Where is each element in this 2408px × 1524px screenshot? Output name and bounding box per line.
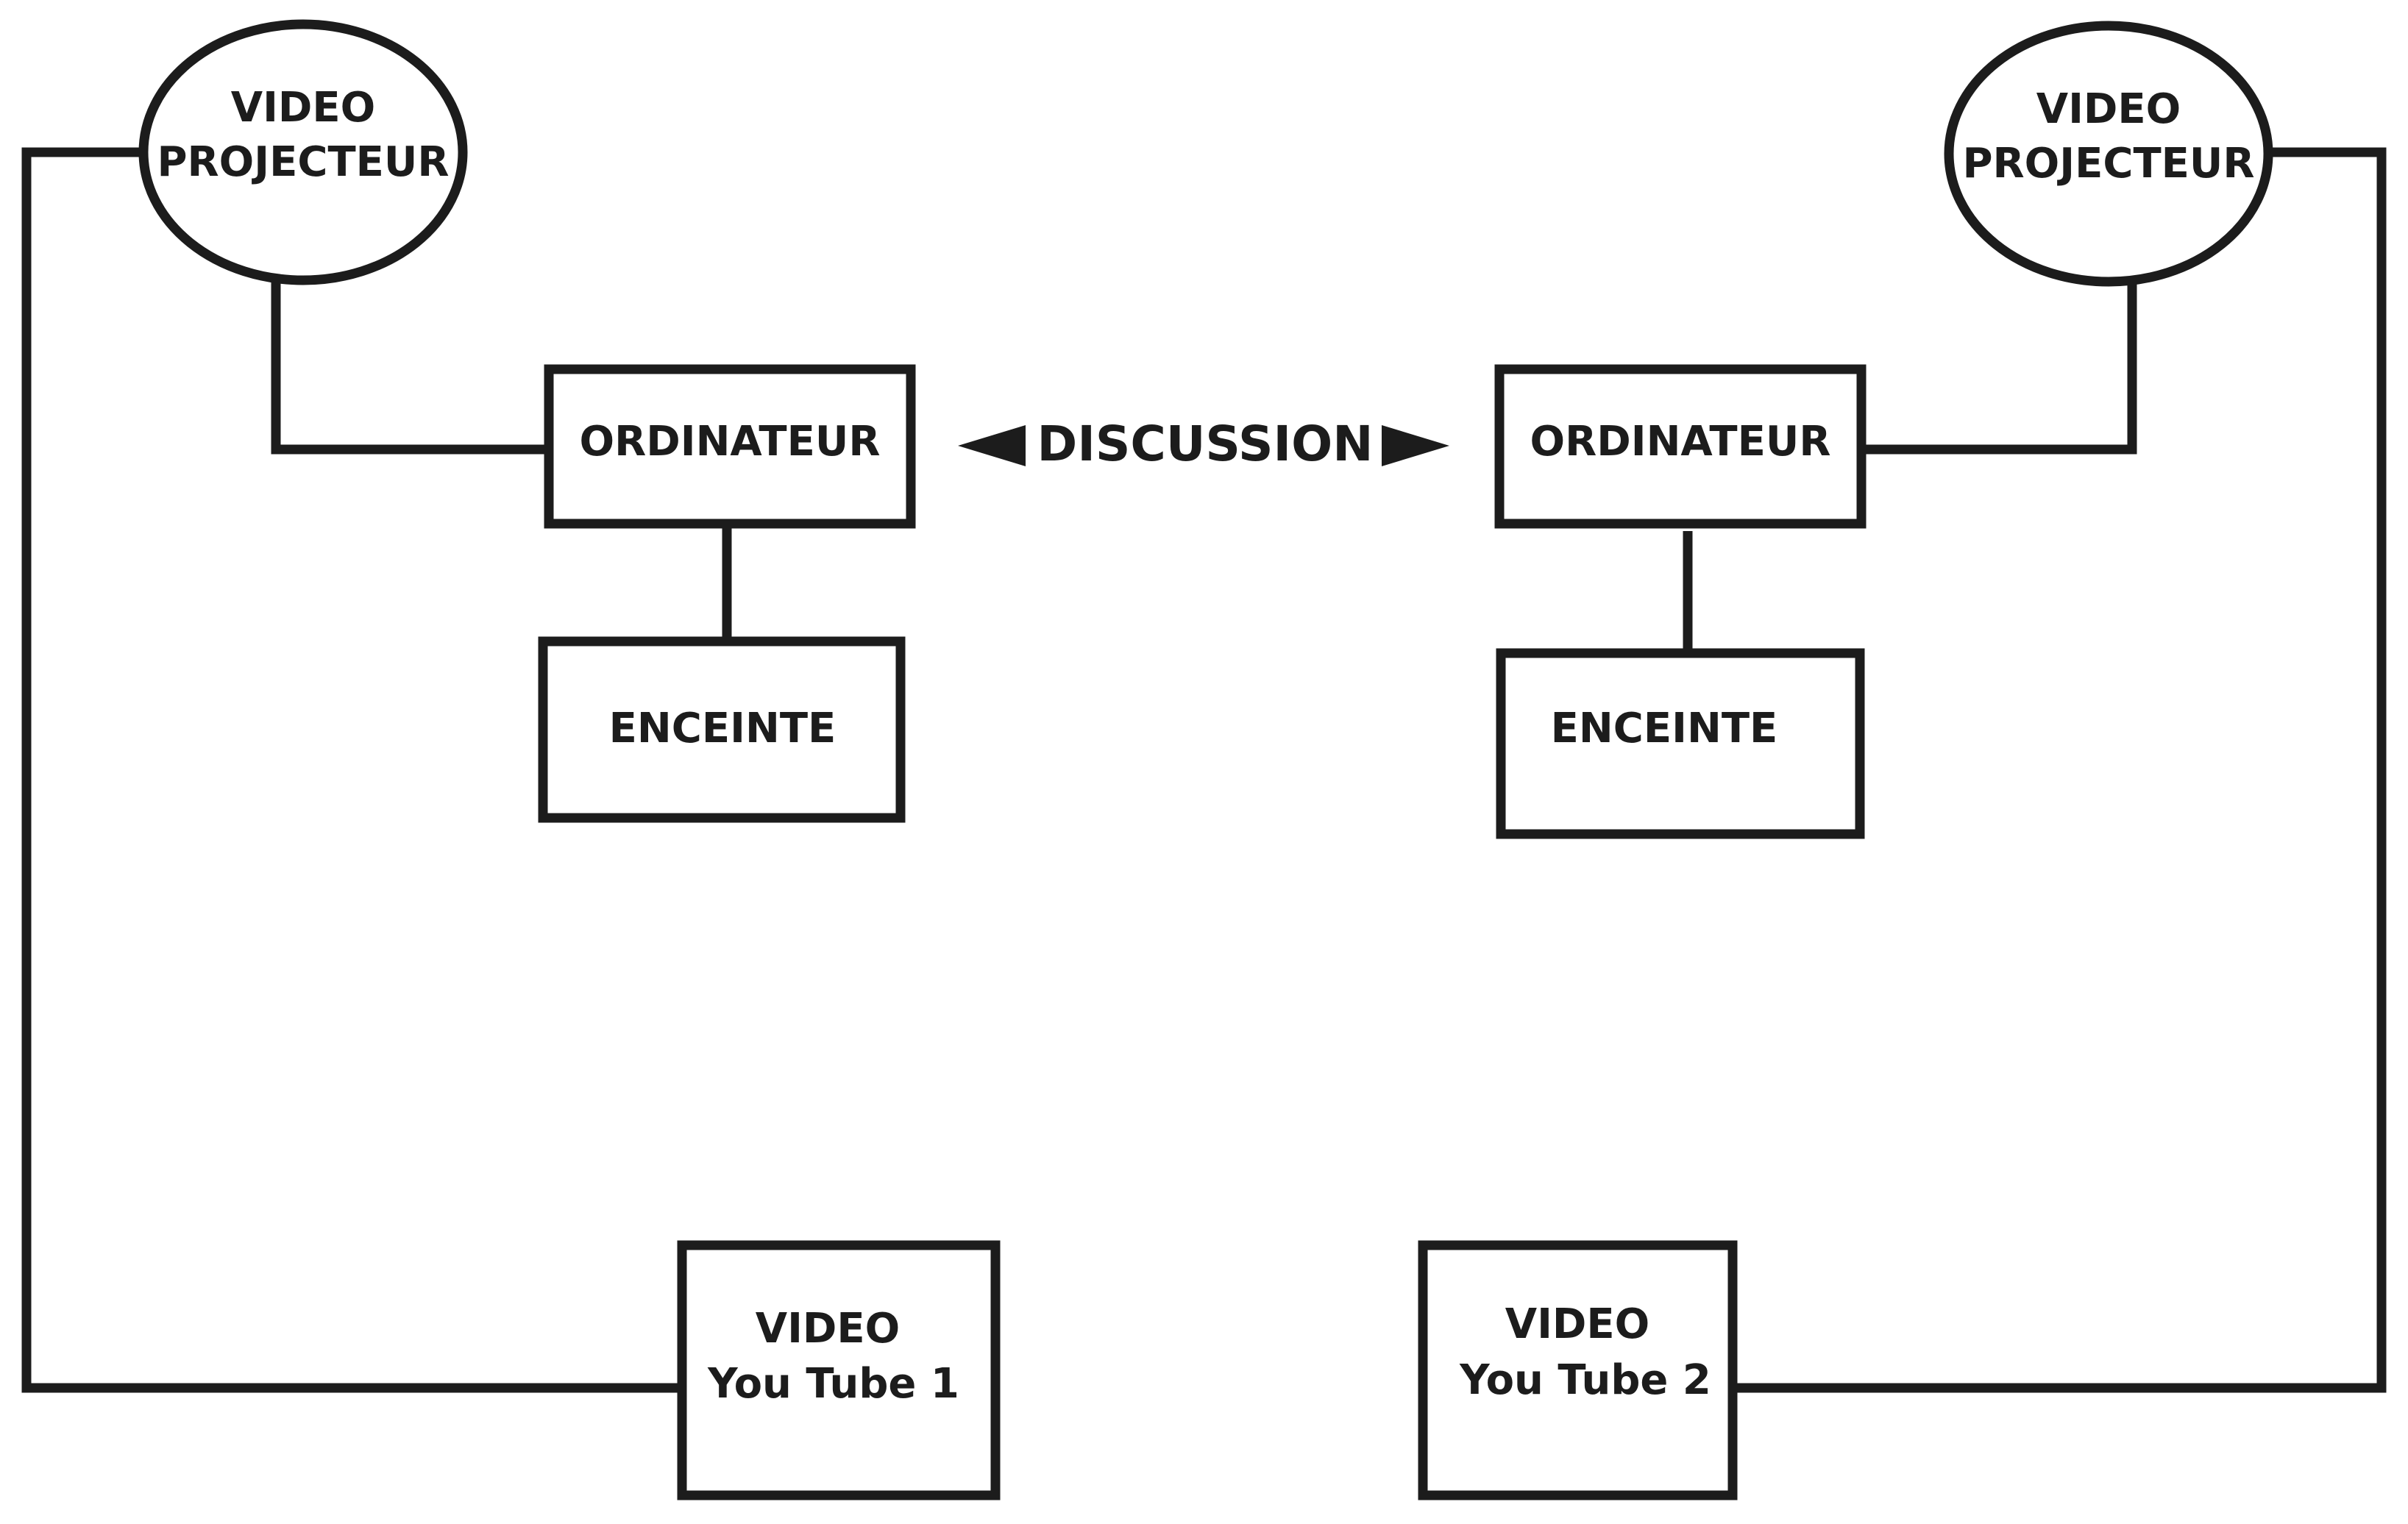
speaker-right-label: ENCEINTE (1551, 705, 1778, 752)
computer-right-label: ORDINATEUR (1530, 418, 1831, 466)
projector-right-label-line2: PROJECTEUR (1962, 140, 2254, 188)
discussion-label: DISCUSSION (1037, 416, 1374, 472)
youtube-video-left[interactable]: VIDEO You Tube 1 (677, 1240, 1001, 1500)
projector-left-label-line2: PROJECTEUR (157, 138, 449, 186)
connector-projector-left-to-computer-left (271, 280, 549, 455)
connector-projector-right-to-youtube-right (1733, 147, 2387, 1393)
speaker-left-label: ENCEINTE (609, 705, 837, 752)
youtube-video-right[interactable]: VIDEO You Tube 2 (1418, 1240, 1738, 1500)
youtube-right-label-line1: VIDEO (1505, 1300, 1650, 1348)
projector-left-label-line1: VIDEO (231, 84, 376, 132)
projector-right-label-line1: VIDEO (2036, 85, 2181, 133)
computer-left-label: ORDINATEUR (580, 418, 881, 466)
projector-right[interactable]: VIDEO PROJECTEUR (1944, 21, 2273, 287)
youtube-left-label-line2: You Tube 1 (707, 1360, 959, 1408)
projector-left[interactable]: VIDEO PROJECTEUR (138, 19, 468, 285)
connector-projector-right-to-computer-right (1861, 280, 2137, 455)
arrow-left-icon (958, 425, 1026, 466)
speaker-left[interactable]: ENCEINTE (538, 636, 906, 823)
youtube-left-label-line1: VIDEO (756, 1305, 901, 1353)
computer-right[interactable]: ORDINATEUR (1494, 364, 1867, 529)
computer-left[interactable]: ORDINATEUR (544, 364, 916, 529)
connector-projector-left-to-youtube-left (21, 147, 682, 1393)
youtube-right-label-line2: You Tube 2 (1459, 1356, 1711, 1404)
speaker-right[interactable]: ENCEINTE (1496, 648, 1865, 839)
discussion-arrow: DISCUSSION (958, 416, 1449, 472)
arrow-right-icon (1382, 425, 1449, 466)
